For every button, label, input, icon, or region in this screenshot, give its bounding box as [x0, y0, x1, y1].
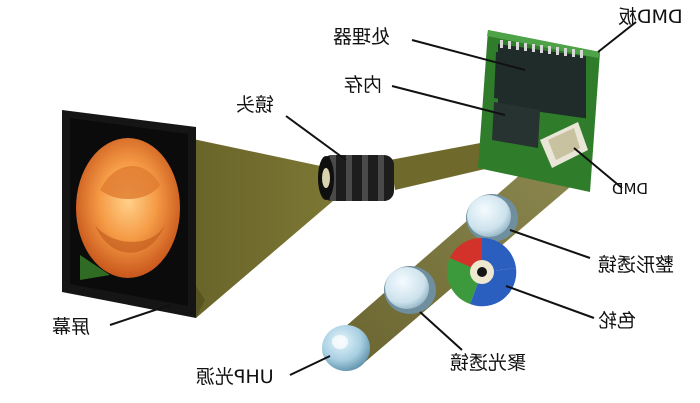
leader-color-wheel: [505, 285, 595, 319]
memory-chip: [492, 102, 540, 148]
leader-uhp-lamp: [289, 355, 331, 376]
leader-condenser-lens: [419, 311, 463, 351]
label-dmd-board: DMD板: [618, 6, 683, 28]
leader-screen: [109, 304, 171, 326]
projection-lens: [318, 155, 394, 201]
label-uhp-source: UHP光源: [196, 366, 274, 388]
label-color-wheel: 色轮: [598, 310, 637, 332]
label-lens: 镜头: [236, 94, 275, 116]
leader-lens: [285, 115, 347, 161]
leader-processor: [411, 39, 526, 71]
shaping-lens: [466, 194, 518, 242]
label-screen: 屏幕: [52, 316, 91, 338]
leader-dmd-board: [597, 21, 637, 53]
leader-dmd: [573, 147, 623, 189]
color-wheel: [447, 237, 517, 307]
leader-shaping-lens: [509, 229, 591, 259]
condenser-lens: [384, 266, 436, 314]
rose-image: [76, 138, 180, 278]
leader-lines: [109, 21, 637, 376]
label-condenser-lens: 聚光透镜: [450, 352, 527, 374]
label-dmd: DMD: [612, 180, 649, 198]
label-shaping-lens: 整形透镜: [598, 254, 675, 276]
label-memory: 内存: [344, 74, 383, 96]
dmd-board: [478, 30, 600, 192]
label-processor: 处理器: [333, 26, 391, 48]
screen: [62, 110, 196, 318]
uhp-lamp: [322, 325, 370, 371]
leader-memory: [391, 85, 506, 116]
